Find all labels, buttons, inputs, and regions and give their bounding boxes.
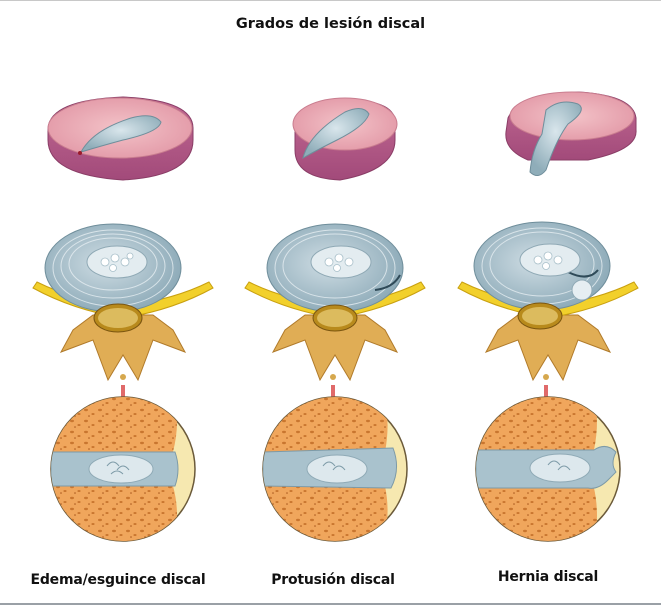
caption-protusion: Protusión discal xyxy=(271,572,395,588)
vertebra-top-icon xyxy=(457,221,639,382)
disc-3d-icon xyxy=(505,91,637,176)
disc-cross-section-icon xyxy=(50,396,196,542)
vertebra-top-icon xyxy=(244,223,426,382)
column-protusion: Protusión discal xyxy=(225,0,445,605)
column-hernia: Hernia discal xyxy=(438,0,658,605)
protusion-illustrations xyxy=(244,97,426,542)
disc-cross-section-icon xyxy=(262,396,408,542)
bottom-border xyxy=(0,603,661,605)
column-edema: Edema/esguince discal xyxy=(13,0,233,605)
diagram-title: Grados de lesión discal xyxy=(235,16,426,32)
top-border xyxy=(0,0,661,1)
hernia-illustrations xyxy=(457,91,639,542)
disc-3d-icon xyxy=(47,96,194,181)
edema-illustrations xyxy=(32,96,214,542)
disc-3d-icon xyxy=(292,97,398,181)
vertebra-top-icon xyxy=(32,223,214,382)
caption-edema: Edema/esguince discal xyxy=(30,572,206,588)
disc-cross-section-icon xyxy=(475,396,621,542)
caption-hernia: Hernia discal xyxy=(497,569,599,585)
